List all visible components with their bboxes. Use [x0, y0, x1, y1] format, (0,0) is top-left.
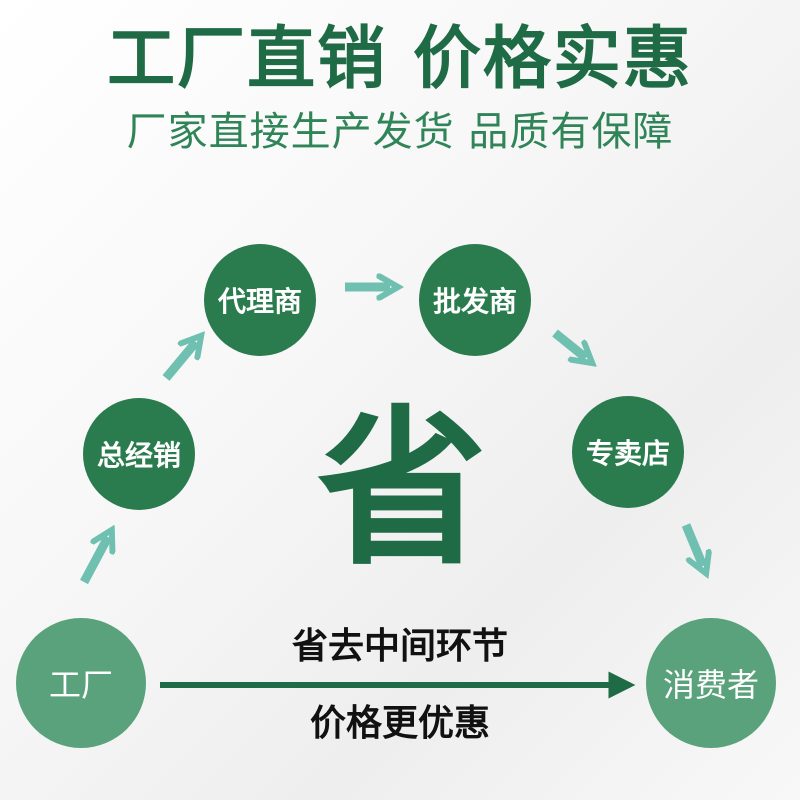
arrow-factory-to-general-icon	[80, 537, 108, 585]
caption-better-price: 价格更优惠	[309, 703, 490, 744]
page-subtitle: 厂家直接生产发货 品质有保障	[126, 109, 674, 155]
node-store: 专卖店	[572, 396, 684, 508]
node-wholesaler: 批发商	[419, 244, 531, 356]
node-factory: 工厂	[16, 618, 146, 748]
arrow-store-to-consumer-icon	[681, 523, 703, 566]
caption-skip-middlemen: 省去中间环节	[291, 626, 508, 667]
arrow-wholesaler-to-store-icon	[552, 329, 586, 358]
center-save-character: 省	[316, 391, 487, 589]
node-general-distributor: 总经销	[83, 398, 195, 510]
page-title: 工厂直销 价格实惠	[107, 20, 693, 99]
arrow-general-to-agent-icon	[162, 342, 196, 381]
node-consumer: 消费者	[646, 618, 776, 748]
node-agent: 代理商	[204, 244, 316, 356]
